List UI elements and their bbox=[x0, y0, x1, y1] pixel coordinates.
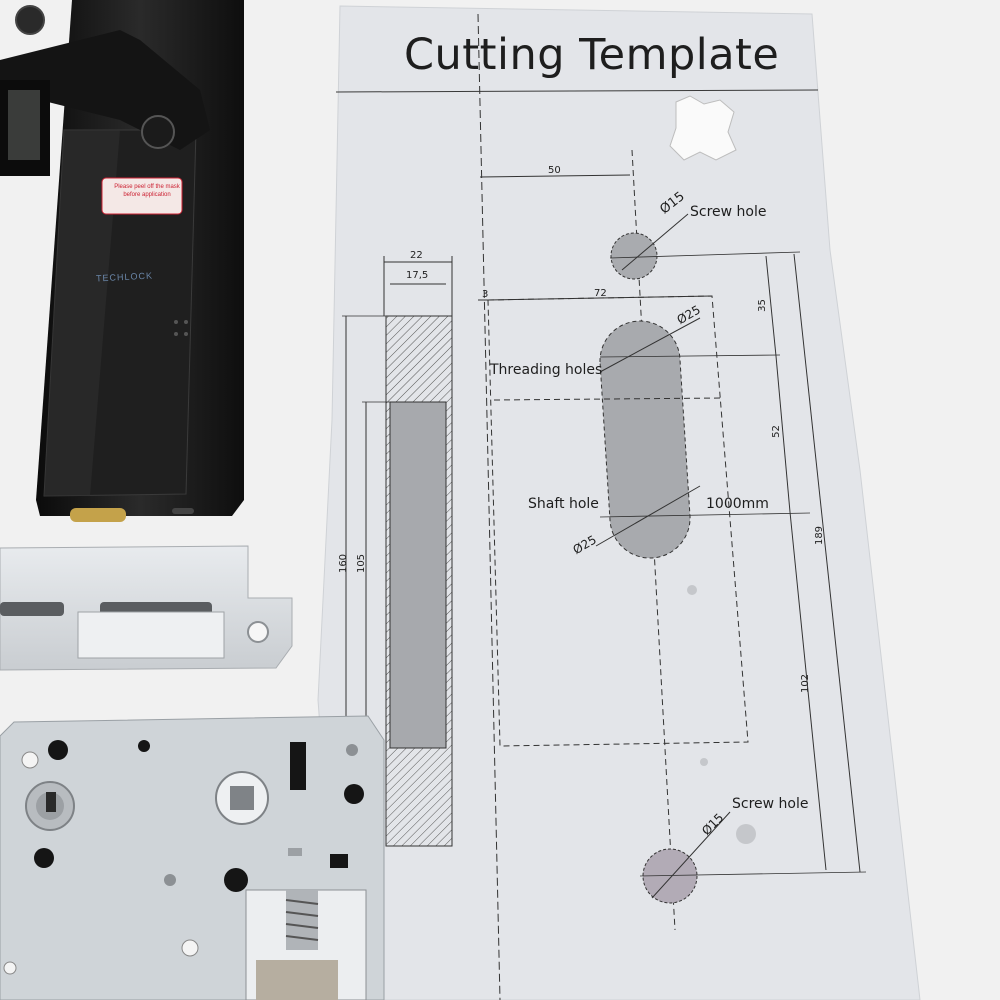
label-screw-hole-top: Screw hole bbox=[690, 204, 767, 220]
screw-hole-bottom bbox=[642, 848, 698, 904]
title-underline bbox=[335, 89, 819, 93]
dim-52: 52 bbox=[770, 425, 782, 438]
dim-3: 3 bbox=[482, 289, 489, 300]
edge-line bbox=[477, 13, 501, 1000]
cut-area bbox=[487, 295, 749, 747]
page-title: Cutting Template bbox=[404, 30, 780, 80]
torn-hole bbox=[669, 95, 737, 161]
label-screw-hole-bottom: Screw hole bbox=[732, 796, 809, 812]
plate-slot-1 bbox=[0, 602, 64, 616]
handle-knob bbox=[141, 115, 175, 149]
plate-hole bbox=[247, 621, 269, 643]
peel-off-sticker: Please peel off the mask before applicat… bbox=[114, 184, 180, 198]
d25-bottom-leader bbox=[595, 485, 701, 547]
label-threading-holes: Threading holes bbox=[490, 362, 603, 378]
dim-50-line bbox=[479, 174, 631, 178]
label-length-note: 1000mm bbox=[706, 496, 769, 512]
dim-72: 72 bbox=[594, 288, 607, 299]
screw-top-axis bbox=[609, 251, 801, 259]
dim-189: 189 bbox=[814, 525, 826, 546]
key-cylinder bbox=[70, 508, 126, 522]
dim-35: 35 bbox=[756, 299, 768, 312]
screw-top-leader bbox=[621, 213, 689, 271]
fingerprint-sensor bbox=[15, 5, 45, 35]
dim-50: 50 bbox=[548, 165, 561, 176]
latch-slot bbox=[290, 742, 306, 790]
dim-102: 102 bbox=[800, 673, 812, 694]
label-shaft-hole: Shaft hole bbox=[528, 496, 599, 512]
edge-pocket bbox=[389, 401, 447, 749]
screw-bottom-leader bbox=[651, 811, 731, 899]
d25-top-leader bbox=[599, 317, 701, 373]
shaft-axis bbox=[599, 512, 811, 518]
sticker-bg bbox=[101, 177, 183, 215]
screw-hole-top bbox=[610, 232, 658, 280]
dim-105: 105 bbox=[356, 553, 368, 574]
threading-dash bbox=[493, 397, 723, 401]
latch-bolt bbox=[256, 960, 338, 1000]
dim-102-line bbox=[789, 511, 827, 871]
screw-bottom-axis bbox=[639, 871, 867, 877]
dim-35-line bbox=[765, 255, 777, 357]
handle-inner bbox=[8, 90, 40, 160]
dim-52-line bbox=[775, 355, 791, 513]
dim-160: 160 bbox=[338, 553, 350, 574]
dim-189-line bbox=[793, 253, 861, 873]
threading-axis bbox=[599, 354, 781, 358]
shaft-slot bbox=[599, 320, 691, 559]
dim-22: 22 bbox=[410, 250, 423, 261]
latch-spring bbox=[286, 890, 318, 950]
dim-17-5: 17,5 bbox=[406, 270, 429, 281]
